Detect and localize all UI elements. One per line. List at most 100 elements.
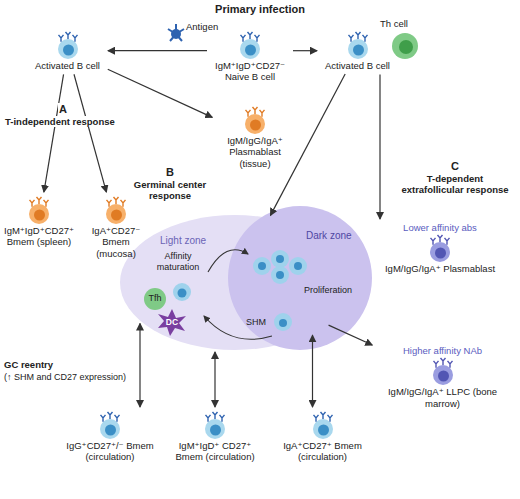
text-label: DC	[160, 317, 184, 327]
cell-icon	[48, 30, 88, 60]
cell-icon	[303, 410, 343, 440]
dark-zone: Dark zone	[228, 206, 372, 350]
cell-node: IgM⁺IgD⁺CD27⁻ Naive B cell	[210, 30, 290, 83]
cell-node: Higher affinity NAbIgM/IgG/IgA⁺ LLPC (bo…	[375, 345, 510, 409]
cell-node: Activated B cell	[30, 30, 105, 71]
cell-node: Activated B cell	[320, 30, 395, 71]
proliferating-cells	[253, 250, 307, 284]
antibody-icon	[433, 361, 438, 368]
cell-body	[348, 39, 368, 59]
cell-body	[240, 39, 260, 59]
connector	[293, 50, 317, 51]
antibody-icon	[206, 415, 211, 422]
cell-node: Lower affinity absIgM/IgG/IgA⁺ Plasmabla…	[365, 222, 515, 275]
cell-body	[245, 114, 265, 134]
gc-b-cell	[173, 283, 191, 301]
text-label: B	[120, 166, 220, 179]
node-text: Lower affinity abs	[403, 222, 477, 233]
cell-nucleus	[353, 45, 364, 56]
antigen-spikes	[168, 24, 184, 41]
antibody-icon	[58, 35, 63, 42]
antibody-icon	[101, 415, 106, 422]
cell-icon	[235, 105, 275, 135]
cell-nucleus	[63, 45, 74, 56]
text-label: (↑ SHM and CD27 expression)	[4, 372, 126, 383]
antibody-icon	[327, 415, 332, 422]
cell-icon	[90, 410, 130, 440]
cell-body	[430, 242, 450, 262]
text-label: Germinal center response	[120, 179, 220, 202]
antigen-icon	[168, 24, 184, 41]
antibody-icon	[362, 35, 367, 42]
cell-node: IgA⁺CD27⁺ Bmem (circulation)	[275, 410, 370, 463]
node-text: IgM⁺IgD⁺CD27⁻ Naive B cell	[210, 60, 290, 83]
antibody-icon	[431, 238, 436, 245]
cell-icon	[420, 233, 460, 263]
cell-body	[313, 419, 333, 439]
text-label: SHM	[246, 317, 266, 328]
cell-icon	[19, 195, 59, 225]
connector	[379, 74, 380, 219]
shm-cell	[274, 313, 292, 331]
antibody-icon	[44, 200, 49, 207]
antibody-icon	[253, 107, 258, 114]
dc-cell	[158, 309, 186, 336]
connector	[108, 69, 213, 117]
cell-nucleus	[111, 210, 122, 221]
node-text: IgA⁺CD27⁺ Bmem (circulation)	[275, 440, 370, 463]
antibody-icon	[440, 358, 445, 365]
antibody-icon	[445, 238, 450, 245]
text-label: Antigen	[186, 21, 218, 32]
node-text: IgM/IgG/IgA⁺ Plasmablast (tissue)	[215, 135, 295, 169]
diagram-title: Primary infection	[0, 3, 520, 16]
text-label: Affinity maturation	[150, 251, 206, 273]
connector	[214, 352, 215, 407]
cell-node: IgM⁺IgD⁺ CD27⁺ Bmem (circulation)	[170, 410, 260, 463]
antibody-icon	[320, 412, 325, 419]
text-label: GC reentry	[4, 359, 53, 370]
antibody-icon	[30, 200, 35, 207]
text-label: Proliferation	[304, 285, 352, 296]
cell-nucleus	[245, 45, 256, 56]
antibody-icon	[107, 200, 112, 207]
germinal-center: Light zone Dark zone	[120, 215, 350, 350]
antibody-icon	[246, 110, 251, 117]
gc-b-nucleus	[294, 262, 302, 270]
connector	[44, 74, 64, 192]
cell-icon	[195, 410, 235, 440]
antibody-icon	[108, 412, 113, 419]
node-text: IgM⁺IgD⁺CD27⁺ Bmem (spleen)	[0, 225, 78, 248]
node-text: Light zone	[160, 235, 206, 247]
cycle-arrow	[204, 316, 272, 339]
cell-icon	[230, 30, 270, 60]
antibody-icon	[260, 110, 265, 117]
th-nucleus	[399, 40, 413, 54]
cell-icon	[338, 30, 378, 60]
antibody-icon	[121, 200, 126, 207]
cell-body	[106, 204, 126, 224]
gc-b-cell	[271, 266, 289, 284]
node-text: Dark zone	[306, 230, 352, 242]
connector	[74, 74, 106, 192]
gc-b-nucleus	[276, 255, 284, 263]
antibody-icon	[447, 361, 452, 368]
cell-nucleus	[318, 425, 329, 436]
text-label: Tfh	[143, 293, 167, 304]
connector	[139, 324, 140, 407]
cell-body	[100, 419, 120, 439]
antibody-icon	[114, 197, 119, 204]
connector	[329, 325, 373, 345]
connector	[108, 50, 207, 51]
node-text: IgM/IgG/IgA⁺ Plasmablast	[385, 263, 495, 274]
cell-body	[58, 39, 78, 59]
antibody-icon	[213, 412, 218, 419]
antibody-icon	[115, 415, 120, 422]
antibody-icon	[355, 32, 360, 39]
gc-b-cell	[253, 257, 271, 275]
tfh-cell	[144, 288, 166, 310]
antibody-icon	[438, 235, 443, 242]
text-label: A	[58, 103, 68, 116]
antibody-icon	[348, 35, 353, 42]
antibody-icon	[255, 35, 260, 42]
text-label: Th cell	[380, 18, 408, 29]
